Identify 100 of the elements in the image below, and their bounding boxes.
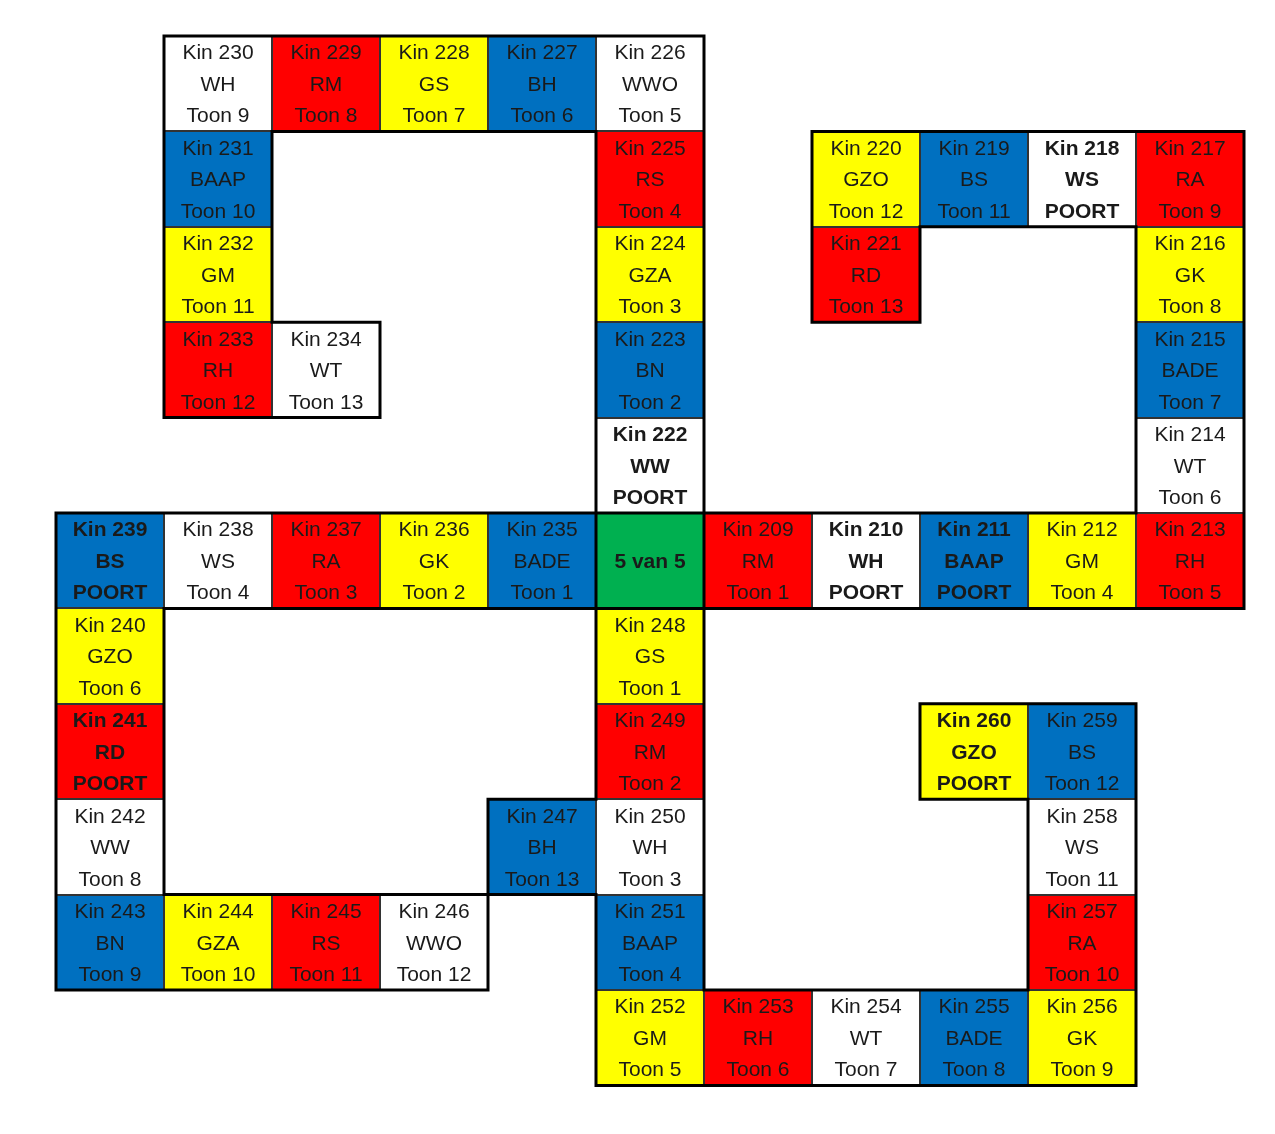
kin-tile <box>164 131 272 227</box>
tile-text: Toon 1 <box>726 579 790 606</box>
kin-tile <box>164 226 272 323</box>
kin-tile <box>56 608 164 704</box>
tile-text: GZA <box>196 929 240 956</box>
tile-text: Kin 224 <box>614 230 686 257</box>
tile-text: Toon 11 <box>289 961 363 988</box>
tile-text: Toon 6 <box>726 1056 790 1083</box>
kin-tile <box>56 513 164 609</box>
kin-tile <box>488 36 596 132</box>
tile-text: GS <box>634 643 666 670</box>
kin-tile <box>596 36 704 132</box>
kin-tile <box>920 990 1028 1086</box>
kin-tile <box>812 131 920 227</box>
kin-tile <box>1028 703 1136 800</box>
tile-text: GK <box>1066 1024 1098 1051</box>
tile-text: Toon 2 <box>618 770 682 797</box>
tile-text: Toon 4 <box>1050 579 1114 606</box>
tile-text: WH <box>632 834 668 861</box>
tile-text: Toon 13 <box>504 865 580 892</box>
tile-text: BS <box>95 547 125 574</box>
kin-tile <box>380 36 488 132</box>
tile-text: Toon 6 <box>1158 484 1222 511</box>
kin-tile <box>920 513 1028 609</box>
tile-text: Kin 212 <box>1046 516 1118 543</box>
tile-text: WH <box>848 547 884 574</box>
tile-text: WS <box>1065 834 1099 861</box>
tile-text: RH <box>742 1024 774 1051</box>
tile-text: 5 van 5 <box>614 547 686 574</box>
tile-text: WT <box>1173 452 1207 479</box>
tile-text: Kin 234 <box>290 325 362 352</box>
tile-text: WT <box>849 1024 883 1051</box>
tile-text: Kin 216 <box>1154 230 1226 257</box>
tile-text: Toon 10 <box>180 961 256 988</box>
tile-text: POORT <box>612 484 688 511</box>
kin-tile <box>920 131 1028 227</box>
tile-text: Toon 3 <box>294 579 358 606</box>
tile-text: GM <box>1065 547 1099 574</box>
tile-text: Kin 240 <box>74 611 146 638</box>
kin-tile <box>812 226 920 323</box>
tile-text: Toon 6 <box>78 674 142 701</box>
tile-text: RM <box>741 547 775 574</box>
tile-text: Kin 243 <box>74 898 146 925</box>
tile-text: Kin 230 <box>182 39 254 66</box>
tile-text: Kin 217 <box>1154 134 1226 161</box>
kin-tile <box>596 322 704 418</box>
tile-text: Toon 8 <box>1158 293 1222 320</box>
tile-text: POORT <box>828 579 904 606</box>
tile-text: GS <box>418 70 450 97</box>
kin-tile <box>1028 131 1136 227</box>
tile-text: WH <box>200 70 236 97</box>
tile-text: Kin 239 <box>72 516 148 543</box>
tile-text: Toon 4 <box>186 579 250 606</box>
tile-text: RS <box>311 929 341 956</box>
kin-tile <box>380 513 488 609</box>
kin-tile <box>596 799 704 895</box>
tile-text: GZO <box>843 166 889 193</box>
tile-text: Toon 13 <box>828 293 904 320</box>
tile-text: POORT <box>936 770 1012 797</box>
tile-text: Kin 249 <box>614 707 686 734</box>
tile-text: Toon 11 <box>937 197 1011 224</box>
kin-tile <box>596 703 704 800</box>
tile-text: Toon 7 <box>1158 388 1222 415</box>
tile-text: Kin 225 <box>614 134 686 161</box>
kin-tile <box>596 990 704 1086</box>
kin-tile <box>272 36 380 132</box>
kin-tile <box>488 513 596 609</box>
tile-text: GM <box>201 261 235 288</box>
tile-text: Toon 9 <box>78 961 142 988</box>
kin-tile <box>596 226 704 323</box>
tile-text: Kin 242 <box>74 802 146 829</box>
tile-text: Toon 1 <box>618 674 682 701</box>
tile-text: Kin 245 <box>290 898 362 925</box>
tile-text: Toon 9 <box>1158 197 1222 224</box>
tile-text: Toon 2 <box>618 388 682 415</box>
tile-text: GK <box>1174 261 1206 288</box>
tile-text: Kin 244 <box>182 898 254 925</box>
kin-tile <box>704 990 812 1086</box>
tile-text: Kin 258 <box>1046 802 1118 829</box>
tile-text: Kin 252 <box>614 993 686 1020</box>
tile-text: Kin 227 <box>506 39 578 66</box>
tile-text: Toon 11 <box>181 293 255 320</box>
tile-text: Kin 210 <box>828 516 904 543</box>
tile-text: Toon 3 <box>618 293 682 320</box>
kin-tile <box>1028 894 1136 990</box>
tile-text: BAAP <box>190 166 246 193</box>
tile-text: RD <box>850 261 882 288</box>
tile-text: Toon 1 <box>510 579 574 606</box>
tile-text: Kin 246 <box>398 898 470 925</box>
tile-text: RM <box>633 738 667 765</box>
tile-text: Toon 11 <box>1045 865 1119 892</box>
tile-text: BADE <box>1161 357 1219 384</box>
kin-tile <box>1028 513 1136 609</box>
tile-text: Toon 9 <box>186 102 250 129</box>
kin-tile <box>1136 322 1244 418</box>
tile-text: RD <box>94 738 126 765</box>
tile-text: Kin 222 <box>612 421 688 448</box>
kin-tile <box>812 990 920 1086</box>
tile-text: RA <box>311 547 341 574</box>
tile-text: POORT <box>1044 197 1120 224</box>
